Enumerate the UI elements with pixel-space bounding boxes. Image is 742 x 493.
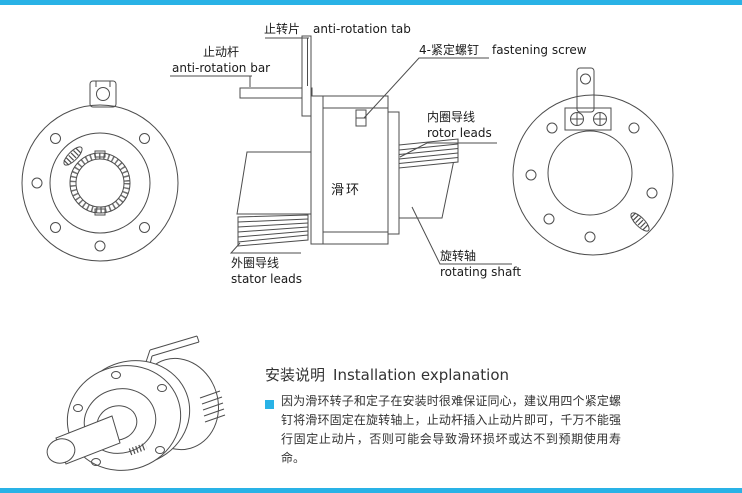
label-stator-leads: 外圈导线 stator leads bbox=[231, 255, 302, 287]
anti-rotation-bar-part bbox=[239, 87, 313, 99]
installation-heading-zh: 安装说明 bbox=[265, 366, 326, 384]
leads-3d-part bbox=[199, 390, 226, 423]
spring-pin-part bbox=[63, 146, 83, 166]
spring-pin-part bbox=[630, 212, 650, 232]
front-view-drawing bbox=[21, 80, 179, 262]
rotating-shaft-label-zh: 旋转轴 bbox=[440, 249, 477, 263]
anti-rotation-bar-3d-part bbox=[145, 335, 200, 365]
installation-heading: 安装说明 Installation explanation bbox=[265, 364, 509, 385]
fastening-screw-label-en: fastening screw bbox=[491, 43, 587, 57]
stator-leads-part bbox=[237, 214, 309, 247]
rotor-leads-label-zh: 内圈导线 bbox=[427, 110, 476, 124]
rotor-leads-label-en: rotor leads bbox=[427, 126, 492, 140]
side-view-drawing bbox=[236, 35, 459, 247]
slip-ring-body-part bbox=[310, 95, 389, 245]
installation-heading-en: Installation explanation bbox=[333, 366, 510, 384]
bottom-border-line bbox=[0, 488, 742, 493]
installation-body-text: 因为滑环转子和定子在安装时很难保证同心，建议用四个紧定螺钉将滑环固定在旋转轴上，… bbox=[281, 394, 621, 465]
clevis-bracket-part bbox=[89, 80, 117, 108]
rotating-shaft-left-part bbox=[236, 151, 312, 215]
rotating-shaft-label-en: rotating shaft bbox=[440, 265, 522, 279]
leader-lines bbox=[170, 37, 512, 265]
anti-rotation-bar-label-en: anti-rotation bar bbox=[172, 61, 271, 75]
shaft-3d-part bbox=[46, 415, 121, 465]
anti-rotation-bar-label-zh: 止动杆 bbox=[203, 45, 240, 59]
stator-leads-label-en: stator leads bbox=[231, 272, 303, 286]
label-anti-rotation-tab: 止转片 anti-rotation tab bbox=[264, 22, 411, 37]
rotor-leads-part bbox=[398, 138, 459, 169]
anti-rotation-tab-label-en: anti-rotation tab bbox=[313, 22, 411, 36]
label-fastening-screw: 4-紧定螺钉 fastening screw bbox=[419, 43, 587, 58]
anti-rotation-tab-part bbox=[301, 35, 312, 117]
label-rotating-shaft: 旋转轴 rotating shaft bbox=[440, 248, 521, 280]
slip-ring-body-label: 滑环 bbox=[331, 183, 362, 198]
anti-rotation-tab-label-zh: 止转片 bbox=[264, 22, 301, 36]
label-rotor-leads: 内圈导线 rotor leads bbox=[427, 109, 492, 141]
top-border-line bbox=[0, 0, 742, 5]
fastening-screw-label-zh: 4-紧定螺钉 bbox=[419, 43, 479, 57]
label-anti-rotation-bar: 止动杆 anti-rotation bar bbox=[172, 44, 270, 76]
isometric-view-drawing bbox=[46, 335, 226, 471]
right-flange-part bbox=[387, 111, 400, 235]
bullet-square bbox=[265, 400, 274, 409]
rear-view-drawing bbox=[512, 67, 674, 256]
stator-leads-label-zh: 外圈导线 bbox=[231, 256, 280, 270]
